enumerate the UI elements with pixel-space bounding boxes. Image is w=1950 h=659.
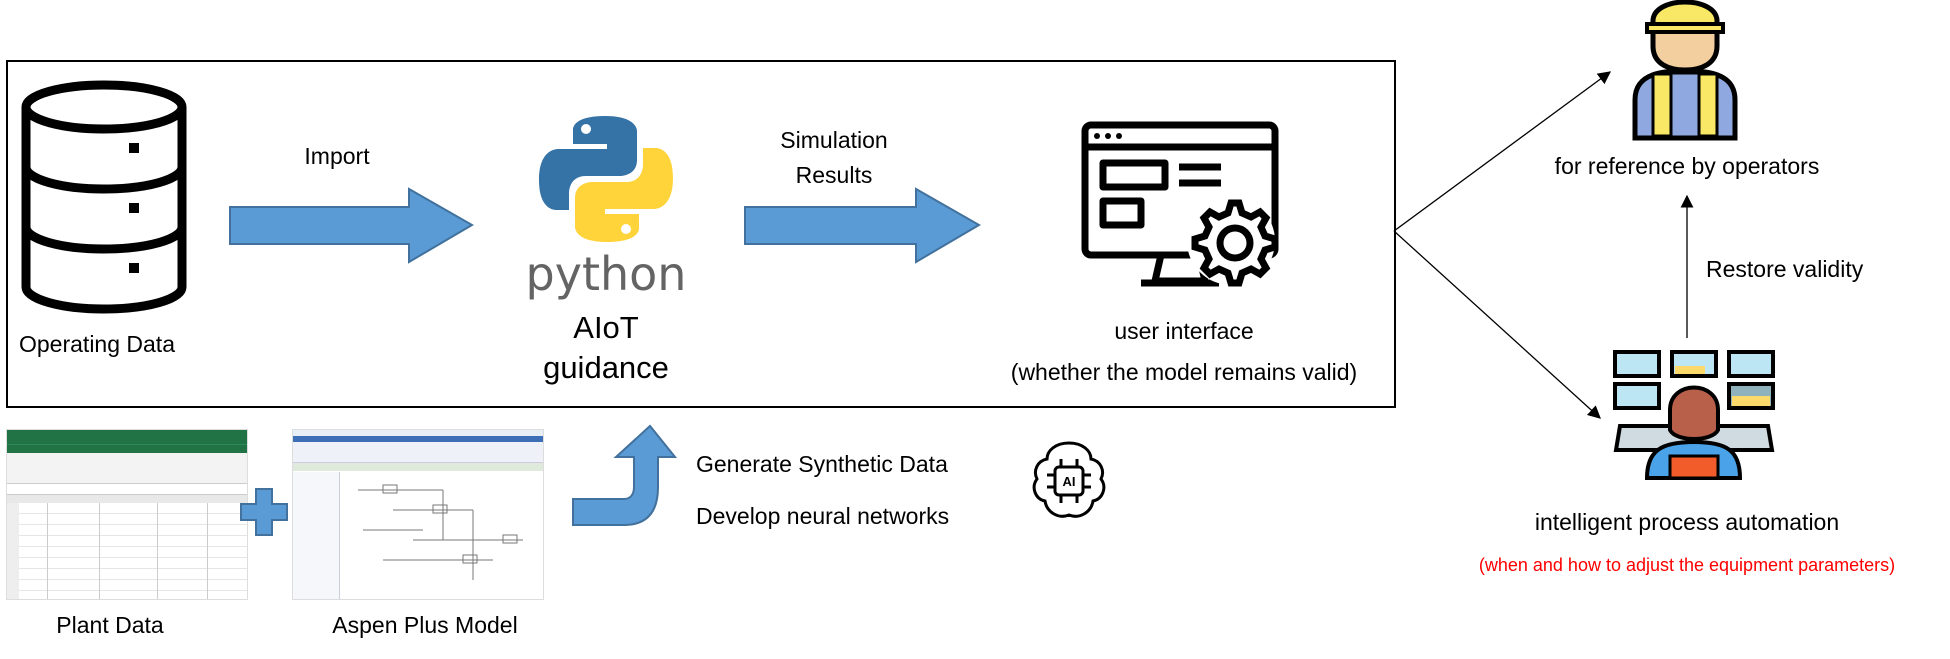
ai-brain-icon: AI <box>1032 441 1106 518</box>
develop-neural-networks-label: Develop neural networks <box>696 503 950 529</box>
guidance-title: guidance <box>543 350 669 385</box>
automation-sublabel: (when and how to adjust the equipment pa… <box>1478 555 1896 575</box>
control-room-operator-icon <box>1613 350 1775 480</box>
database-icon <box>21 80 187 314</box>
operating-data-label: Operating Data <box>19 331 175 357</box>
main-frame <box>6 60 1396 408</box>
operator-worker-icon <box>1632 0 1738 141</box>
plant-data-label: Plant Data <box>56 612 164 638</box>
python-wordmark: python <box>526 247 687 301</box>
aspen-plus-model-thumbnail <box>292 429 544 600</box>
arrow-to-automation <box>1393 230 1601 419</box>
results-label: Results <box>795 162 873 188</box>
curved-up-arrow <box>572 424 678 526</box>
user-interface-label: user interface <box>1114 318 1254 344</box>
arrow-right-results <box>744 187 981 264</box>
ai-icon-text: AI <box>1063 474 1076 489</box>
operators-label: for reference by operators <box>1554 153 1820 179</box>
plant-data-spreadsheet-thumbnail <box>6 429 248 600</box>
model-valid-sublabel: (whether the model remains valid) <box>1010 359 1358 385</box>
aiot-title: AIoT <box>573 310 639 345</box>
monitor-settings-icon <box>1081 121 1279 287</box>
arrow-to-operators <box>1393 71 1612 232</box>
import-label: Import <box>304 143 370 169</box>
aspen-model-label: Aspen Plus Model <box>332 612 518 638</box>
python-logo: python <box>526 116 686 301</box>
restore-validity-label: Restore validity <box>1706 256 1864 282</box>
automation-label: intelligent process automation <box>1534 509 1840 535</box>
arrow-right-import <box>229 187 474 264</box>
plus-icon <box>240 488 288 536</box>
generate-synthetic-data-label: Generate Synthetic Data <box>696 451 948 477</box>
simulation-label: Simulation <box>780 127 888 153</box>
